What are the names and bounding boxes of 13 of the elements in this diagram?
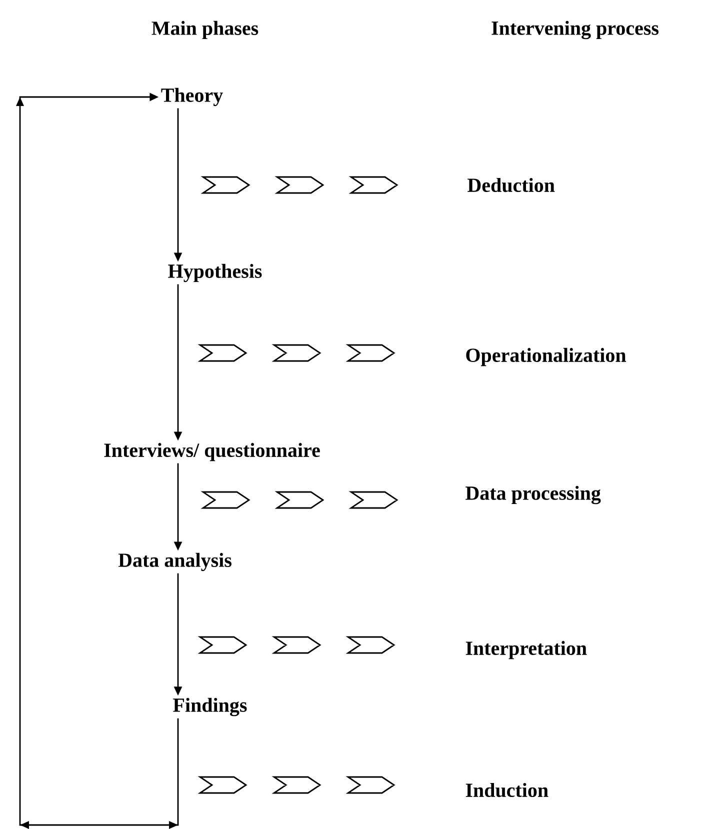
phase-label: Theory: [161, 88, 223, 106]
process-label: Operationalization: [466, 348, 626, 366]
column-heading: Main phases: [152, 20, 258, 40]
phase-label: Interviews/ questionnaire: [104, 442, 320, 462]
column-heading: Intervening process: [492, 20, 658, 40]
process-label: Induction: [466, 782, 548, 798]
process-label: Data processing: [466, 486, 601, 504]
process-label: Deduction: [468, 178, 555, 192]
process-label: Interpretation: [466, 640, 587, 660]
phase-label: Findings: [173, 698, 247, 716]
phase-label: Data analysis: [118, 552, 232, 572]
feedback-arrow: [16, 92, 179, 829]
phase-label: Hypothesis: [168, 264, 262, 282]
